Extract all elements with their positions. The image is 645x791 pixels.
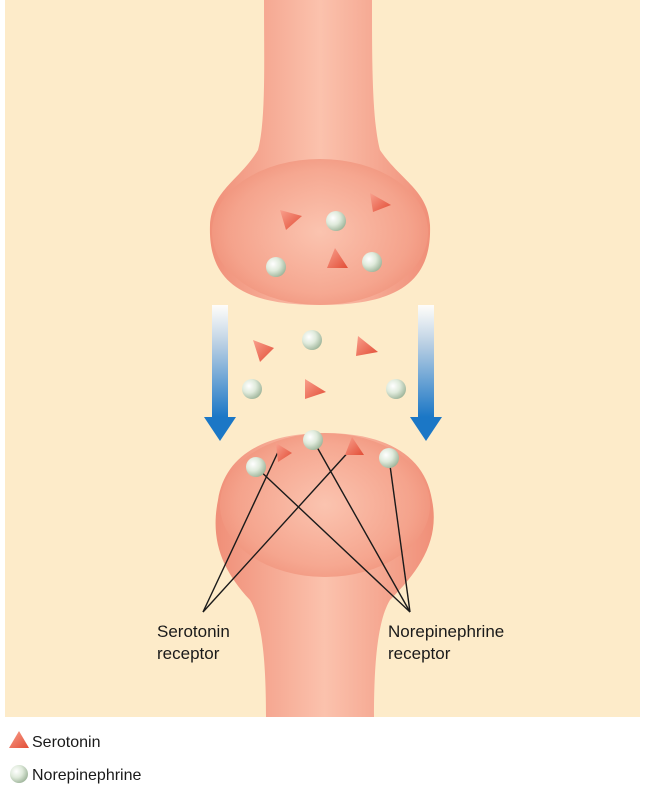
legend-serotonin-label: Serotonin: [32, 734, 101, 751]
norepinephrine-receptor-bound: [303, 430, 323, 450]
presynaptic-terminal: [212, 159, 428, 305]
norepinephrine-molecule: [326, 211, 346, 231]
norepinephrine-receptor-bound: [379, 448, 399, 468]
norepinephrine-molecule: [362, 252, 382, 272]
legend-norepinephrine-label: Norepinephrine: [32, 767, 142, 784]
norepinephrine-receptor-bound: [246, 457, 266, 477]
norepinephrine-receptor-label-line2: receptor: [388, 644, 451, 663]
postsynaptic-terminal: [220, 433, 430, 577]
norepinephrine-molecule: [242, 379, 262, 399]
legend-serotonin-icon: [9, 731, 29, 748]
legend-norepinephrine-icon: [10, 765, 28, 783]
norepinephrine-receptor-label: Norepinephrine: [388, 622, 504, 641]
norepinephrine-molecule: [266, 257, 286, 277]
legend: Serotonin Norepinephrine: [9, 731, 142, 784]
norepinephrine-molecule: [302, 330, 322, 350]
norepinephrine-molecule: [386, 379, 406, 399]
serotonin-receptor-label: Serotonin: [157, 622, 230, 641]
serotonin-receptor-label-line2: receptor: [157, 644, 220, 663]
